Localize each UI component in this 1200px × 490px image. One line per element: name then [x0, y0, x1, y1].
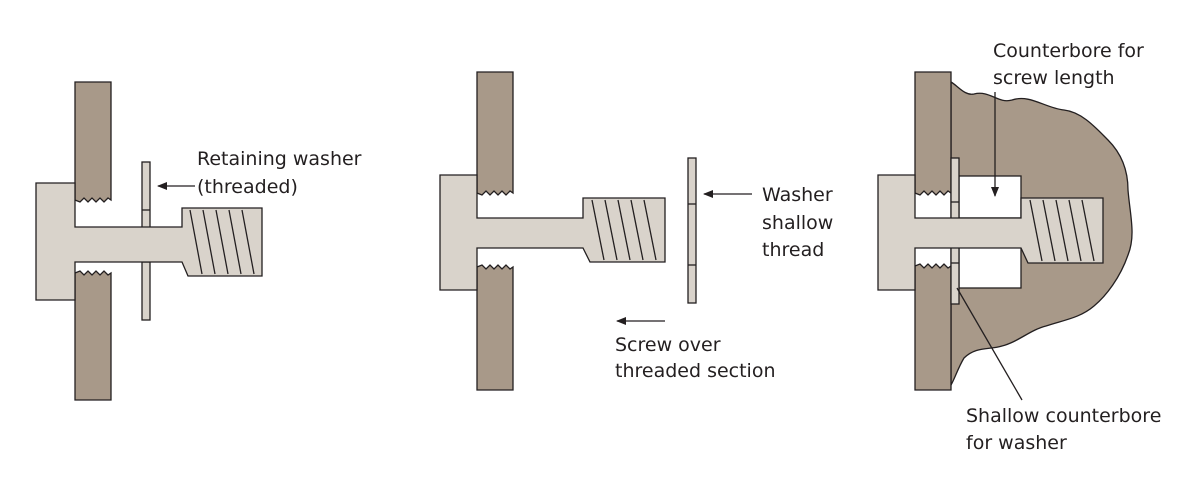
front-plate-lower — [914, 263, 952, 391]
upper-plate — [74, 81, 112, 203]
lower-plate — [74, 270, 112, 401]
captive-screw — [439, 174, 666, 291]
panel-retaining-washer: Retaining washer (threaded) — [35, 81, 362, 401]
label-for-washer: for washer — [966, 432, 1067, 454]
panel-washer-shallow-thread: Washer shallow thread Screw over threade… — [439, 71, 833, 391]
lower-plate — [476, 264, 514, 391]
label-threaded-section: threaded section — [615, 360, 776, 382]
screw-threads — [1029, 199, 1095, 262]
upper-plate — [476, 71, 514, 196]
panel-counterbore: Counterbore for screw length Shallow cou… — [877, 40, 1161, 454]
screw-threads — [189, 209, 255, 275]
screw-threads — [591, 199, 657, 261]
captive-screw — [35, 182, 263, 301]
counterbore-cavity-upper — [958, 175, 1022, 219]
captive-screw — [877, 174, 1104, 291]
shallow-counterbore-leader — [956, 287, 1023, 401]
label-screw-length: screw length — [993, 67, 1115, 89]
label-washer: Washer — [762, 184, 833, 206]
label-shallow: shallow — [762, 212, 833, 234]
threaded-washer — [687, 157, 697, 304]
label-thread: thread — [762, 239, 824, 261]
label-screw-over: Screw over — [615, 334, 721, 356]
front-plate — [914, 71, 952, 196]
label-shallow-counterbore: Shallow counterbore — [966, 405, 1161, 427]
label-counterbore-for: Counterbore for — [993, 40, 1144, 62]
label-retaining-washer: Retaining washer — [197, 148, 362, 170]
counterbore-cavity-lower — [958, 245, 1022, 289]
label-threaded: (threaded) — [197, 176, 298, 198]
